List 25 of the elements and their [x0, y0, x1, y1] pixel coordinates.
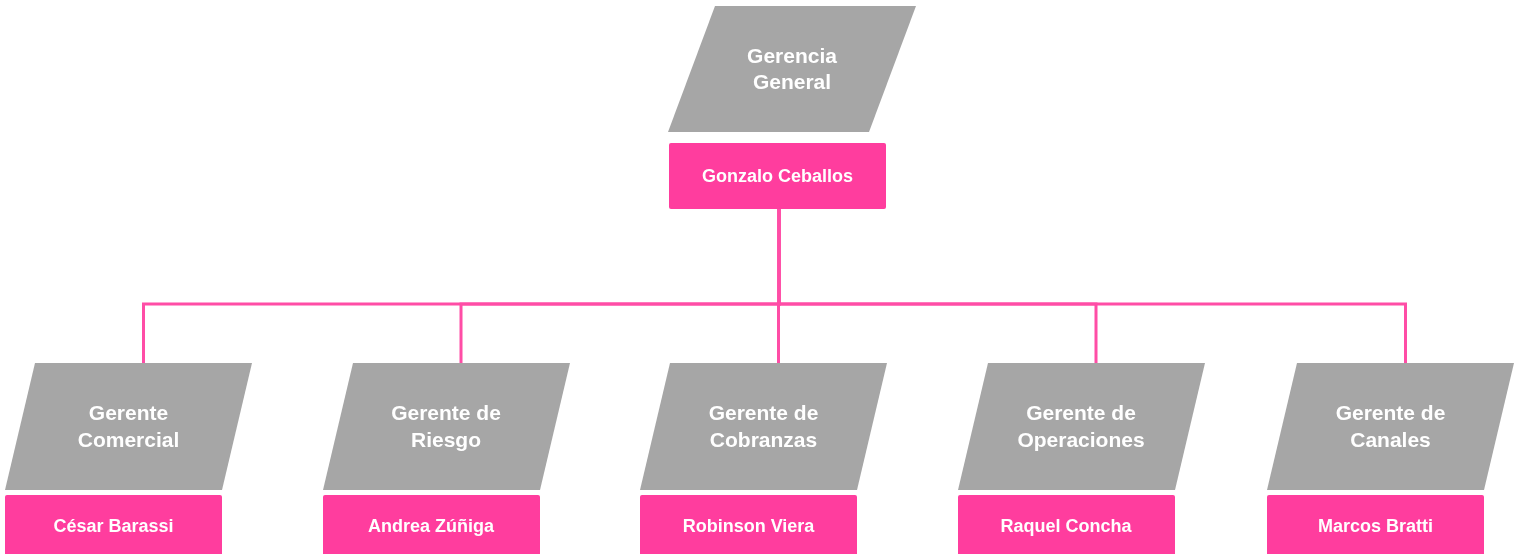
- connector-line: [777, 209, 1407, 363]
- person-name: Gonzalo Ceballos: [702, 164, 853, 188]
- person-name: Marcos Bratti: [1318, 514, 1433, 538]
- name-box: [322, 495, 540, 554]
- role-title: Gerente de Operaciones: [1016, 400, 1146, 453]
- role-parallelogram: [668, 6, 916, 132]
- role-parallelogram: [957, 363, 1205, 490]
- role-title: Gerente de Cobranzas: [707, 400, 820, 453]
- role-parallelogram: [322, 363, 570, 490]
- person-name: César Barassi: [53, 514, 174, 538]
- role-title: Gerente Comercial: [76, 400, 181, 453]
- person-name: Raquel Concha: [1000, 514, 1132, 538]
- name-box: [5, 495, 222, 554]
- role-parallelogram: [5, 363, 252, 490]
- role-title: Gerente de Riesgo: [390, 400, 502, 453]
- role-title: Gerencia General: [746, 42, 838, 95]
- person-name: Andrea Zúñiga: [368, 514, 494, 538]
- name-box: [1267, 495, 1484, 554]
- name-box: [640, 495, 857, 554]
- person-name: Robinson Viera: [682, 514, 815, 538]
- name-box: [957, 495, 1175, 554]
- role-parallelogram: [640, 363, 887, 490]
- role-parallelogram: [1267, 363, 1514, 490]
- role-title: Gerente de Canales: [1334, 400, 1447, 453]
- name-box: [669, 143, 886, 209]
